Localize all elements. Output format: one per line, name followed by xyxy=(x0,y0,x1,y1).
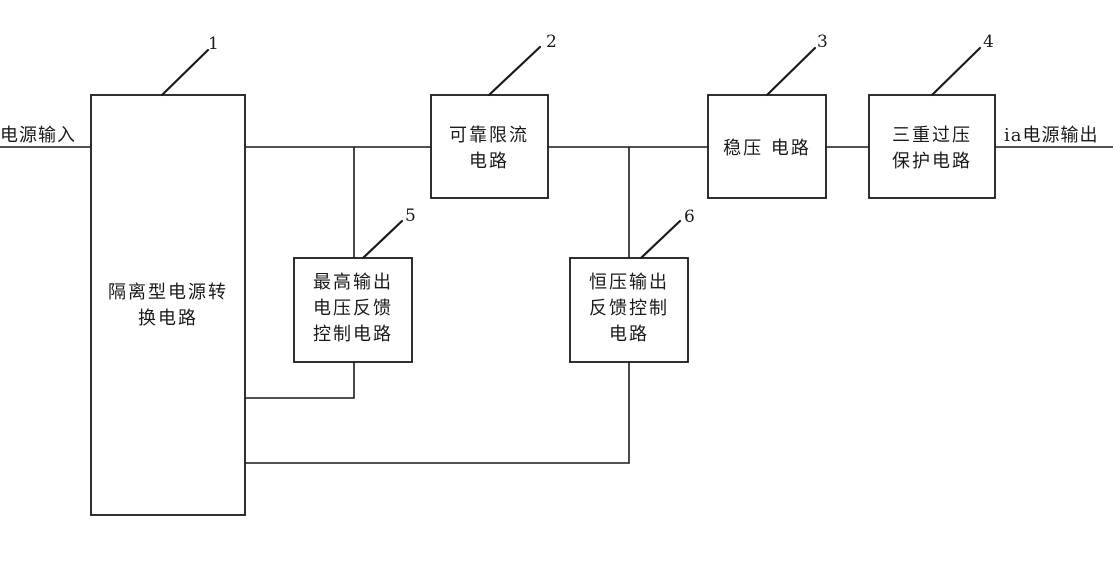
leader-5 xyxy=(361,219,404,260)
block-1-line-2: 换电路 xyxy=(138,308,198,329)
ref-number-5: 5 xyxy=(405,206,416,226)
leader-1 xyxy=(160,48,210,97)
block-constant-voltage-feedback: 恒压输出 反馈控制 电路 xyxy=(569,257,689,363)
reference-numbers: 1 2 3 4 5 6 xyxy=(208,32,994,227)
block-1-line-1: 隔离型电源转 xyxy=(108,282,228,303)
leader-3 xyxy=(765,46,817,97)
leader-2 xyxy=(487,45,542,97)
block-5-line-1: 最高输出 xyxy=(313,272,393,293)
block-6-line-2: 反馈控制 xyxy=(589,298,669,319)
block-4-line-1: 三重过压 xyxy=(892,125,972,146)
ref-number-3: 3 xyxy=(817,32,828,52)
block-current-limit: 可靠限流 电路 xyxy=(430,94,549,199)
ref-number-6: 6 xyxy=(684,207,695,227)
leader-4 xyxy=(930,46,982,97)
leader-6 xyxy=(639,219,682,260)
block-2-line-2: 电路 xyxy=(469,151,509,172)
block-overvoltage-protection: 三重过压 保护电路 xyxy=(868,94,996,199)
ref-number-1: 1 xyxy=(208,34,219,54)
wires xyxy=(0,146,1113,464)
reference-leaders xyxy=(160,45,982,260)
block-max-voltage-feedback: 最高输出 电压反馈 控制电路 xyxy=(293,257,413,363)
block-6-line-1: 恒压输出 xyxy=(589,272,669,293)
block-3-line-1: 稳压 电路 xyxy=(723,138,811,159)
block-5-line-3: 控制电路 xyxy=(313,324,393,345)
wire-block5-feedback xyxy=(245,362,355,399)
wire-block6-feedback xyxy=(245,362,630,464)
block-voltage-regulator: 稳压 电路 xyxy=(707,94,827,199)
power-input-label: 电源输入 xyxy=(0,125,76,146)
block-2-line-1: 可靠限流 xyxy=(449,125,529,146)
power-output-label: ia电源输出 xyxy=(1004,125,1099,146)
block-5-line-2: 电压反馈 xyxy=(313,298,393,319)
ref-number-2: 2 xyxy=(546,32,557,52)
block-isolated-power-converter: 隔离型电源转 换电路 xyxy=(90,94,246,516)
block-6-line-3: 电路 xyxy=(609,324,649,345)
block-4-line-2: 保护电路 xyxy=(892,151,972,172)
ref-number-4: 4 xyxy=(983,32,994,52)
